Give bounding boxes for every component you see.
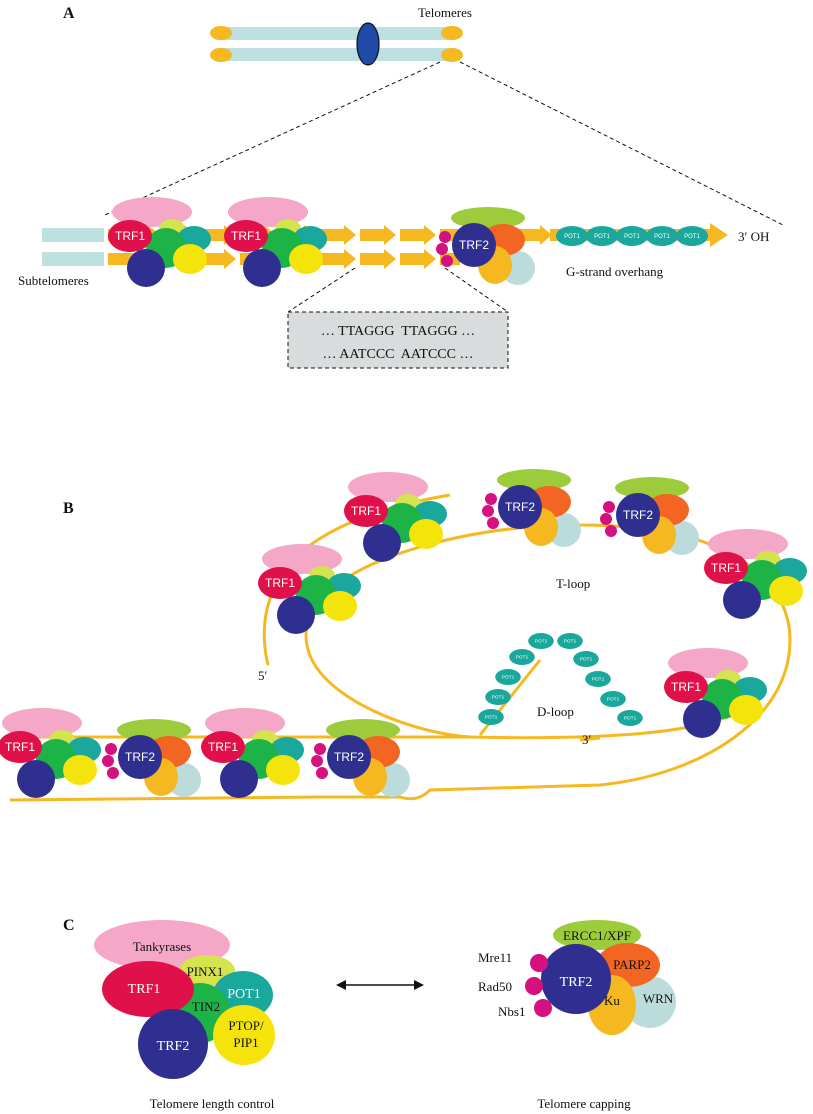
panel-b-label: B bbox=[63, 500, 74, 517]
zoom-lines bbox=[104, 61, 784, 313]
trf2-label: TRF2 bbox=[157, 1039, 190, 1054]
wrn-label: WRN bbox=[643, 991, 674, 1006]
pot1-protein: POT1 bbox=[573, 651, 599, 667]
svg-text:POT1: POT1 bbox=[684, 234, 700, 240]
pot1-protein: POT1 bbox=[556, 226, 588, 246]
svg-text:TRF1: TRF1 bbox=[208, 740, 238, 754]
trf1-complex: TRF1 bbox=[201, 708, 304, 798]
svg-text:TRF1: TRF1 bbox=[5, 740, 35, 754]
double-arrow bbox=[336, 980, 424, 990]
trf1-complex: TRF1 bbox=[108, 197, 211, 287]
svg-text:POT1: POT1 bbox=[624, 716, 637, 722]
svg-text:POT1: POT1 bbox=[580, 657, 593, 663]
subtelomere-segments bbox=[42, 228, 104, 266]
svg-text:POT1: POT1 bbox=[594, 234, 610, 240]
trf1-complex: TRF1 bbox=[344, 472, 447, 562]
svg-text:TRF1: TRF1 bbox=[671, 680, 701, 694]
trf2-complex: TRF2 bbox=[311, 719, 410, 797]
pot1-protein: POT1 bbox=[617, 710, 643, 726]
svg-text:POT1: POT1 bbox=[607, 697, 620, 703]
sequence-box: … TTAGGG TTAGGG … … AATCCC AATCCC … bbox=[287, 311, 509, 369]
svg-text:POT1: POT1 bbox=[492, 695, 505, 701]
pot1-protein: POT1 bbox=[557, 633, 583, 649]
pot1-protein: POT1 bbox=[600, 691, 626, 707]
svg-text:POT1: POT1 bbox=[654, 234, 670, 240]
pot1-label: POT1 bbox=[227, 987, 260, 1002]
pot1-protein: POT1 bbox=[478, 709, 504, 725]
svg-text:POT1: POT1 bbox=[564, 234, 580, 240]
trf1-complex: TRF1 bbox=[0, 708, 101, 798]
pot1-protein: POT1 bbox=[676, 226, 708, 246]
pot1-dloop-chain: POT1 POT1 POT1 POT1 POT1 POT1 POT1 POT1 … bbox=[478, 633, 643, 726]
svg-text:TRF2: TRF2 bbox=[623, 508, 653, 522]
trf1-complex: TRF1 bbox=[258, 544, 361, 634]
trf2-complex: TRF2 bbox=[102, 719, 201, 797]
chromosome bbox=[210, 22, 463, 66]
pot1-protein: POT1 bbox=[528, 633, 554, 649]
ercc1-xpf-label: ERCC1/XPF bbox=[563, 928, 631, 943]
five-prime-label: 5′ bbox=[258, 668, 268, 683]
svg-text:TRF1: TRF1 bbox=[265, 576, 295, 590]
capping-complex: ERCC1/XPF TRF2 PARP2 Ku WRN bbox=[525, 920, 676, 1035]
length-control-caption: Telomere length control bbox=[150, 1096, 275, 1111]
pot1-protein: POT1 bbox=[495, 669, 521, 685]
pot1-overhang: POT1 POT1 POT1 POT1 POT1 bbox=[556, 226, 708, 246]
pot1-protein: POT1 bbox=[585, 671, 611, 687]
pot1-protein: POT1 bbox=[586, 226, 618, 246]
svg-text:POT1: POT1 bbox=[564, 639, 577, 645]
svg-text:TRF2: TRF2 bbox=[459, 238, 489, 252]
trf2-complex: TRF2 bbox=[482, 469, 581, 547]
telomeres-label: Telomeres bbox=[418, 5, 472, 20]
svg-text:POT1: POT1 bbox=[624, 234, 640, 240]
svg-text:POT1: POT1 bbox=[485, 715, 498, 721]
t-loop-label: T-loop bbox=[556, 576, 590, 591]
svg-text:TRF1: TRF1 bbox=[231, 229, 261, 243]
ptop-label-line1: PTOP/ bbox=[228, 1018, 264, 1033]
tin2-label: TIN2 bbox=[192, 999, 220, 1014]
panel-a-label: A bbox=[63, 5, 75, 22]
tankyrases-label: Tankyrases bbox=[133, 939, 191, 954]
svg-text:TRF2: TRF2 bbox=[505, 500, 535, 514]
panel-c-label: C bbox=[63, 917, 75, 934]
trf2-label: TRF2 bbox=[560, 975, 593, 990]
capping-caption: Telomere capping bbox=[537, 1096, 631, 1111]
svg-text:TRF1: TRF1 bbox=[351, 504, 381, 518]
trf1-complex: TRF1 bbox=[224, 197, 327, 287]
parp2-label: PARP2 bbox=[613, 957, 651, 972]
svg-text:TRF2: TRF2 bbox=[125, 750, 155, 764]
trf2-complex: TRF2 bbox=[600, 477, 699, 555]
g-strand-overhang-label: G-strand overhang bbox=[566, 264, 664, 279]
trf1-complex: TRF1 bbox=[664, 648, 767, 738]
three-prime-label: 3′ bbox=[582, 732, 592, 747]
mre11-label: Mre11 bbox=[478, 950, 512, 965]
svg-text:TRF2: TRF2 bbox=[334, 750, 364, 764]
svg-text:POT1: POT1 bbox=[516, 655, 529, 661]
rad50-label: Rad50 bbox=[478, 979, 512, 994]
svg-text:TRF1: TRF1 bbox=[115, 229, 145, 243]
three-prime-oh-label: 3′ OH bbox=[738, 229, 769, 244]
pot1-protein: POT1 bbox=[616, 226, 648, 246]
sequence-top-strand: … TTAGGG TTAGGG … bbox=[321, 324, 475, 339]
trf2-complex: TRF2 bbox=[436, 207, 535, 285]
d-loop-label: D-loop bbox=[537, 704, 574, 719]
trf1-complex: TRF1 bbox=[704, 529, 807, 619]
pot1-protein: POT1 bbox=[485, 689, 511, 705]
length-control-complex: Tankyrases PINX1 TRF1 TIN2 POT1 PTOP/ PI… bbox=[94, 920, 275, 1079]
subtelomeres-label: Subtelomeres bbox=[18, 273, 89, 288]
pinx1-label: PINX1 bbox=[187, 964, 224, 979]
nbs1-label: Nbs1 bbox=[498, 1004, 525, 1019]
svg-text:TRF1: TRF1 bbox=[711, 561, 741, 575]
pot1-protein: POT1 bbox=[646, 226, 678, 246]
sequence-bottom-strand: … AATCCC AATCCC … bbox=[323, 347, 474, 362]
trf1-label: TRF1 bbox=[128, 982, 161, 997]
ptop-label-line2: PIP1 bbox=[233, 1035, 258, 1050]
pot1-protein: POT1 bbox=[509, 649, 535, 665]
svg-text:POT1: POT1 bbox=[535, 639, 548, 645]
ku-label: Ku bbox=[604, 993, 620, 1008]
svg-text:POT1: POT1 bbox=[592, 677, 605, 683]
svg-text:POT1: POT1 bbox=[502, 675, 515, 681]
